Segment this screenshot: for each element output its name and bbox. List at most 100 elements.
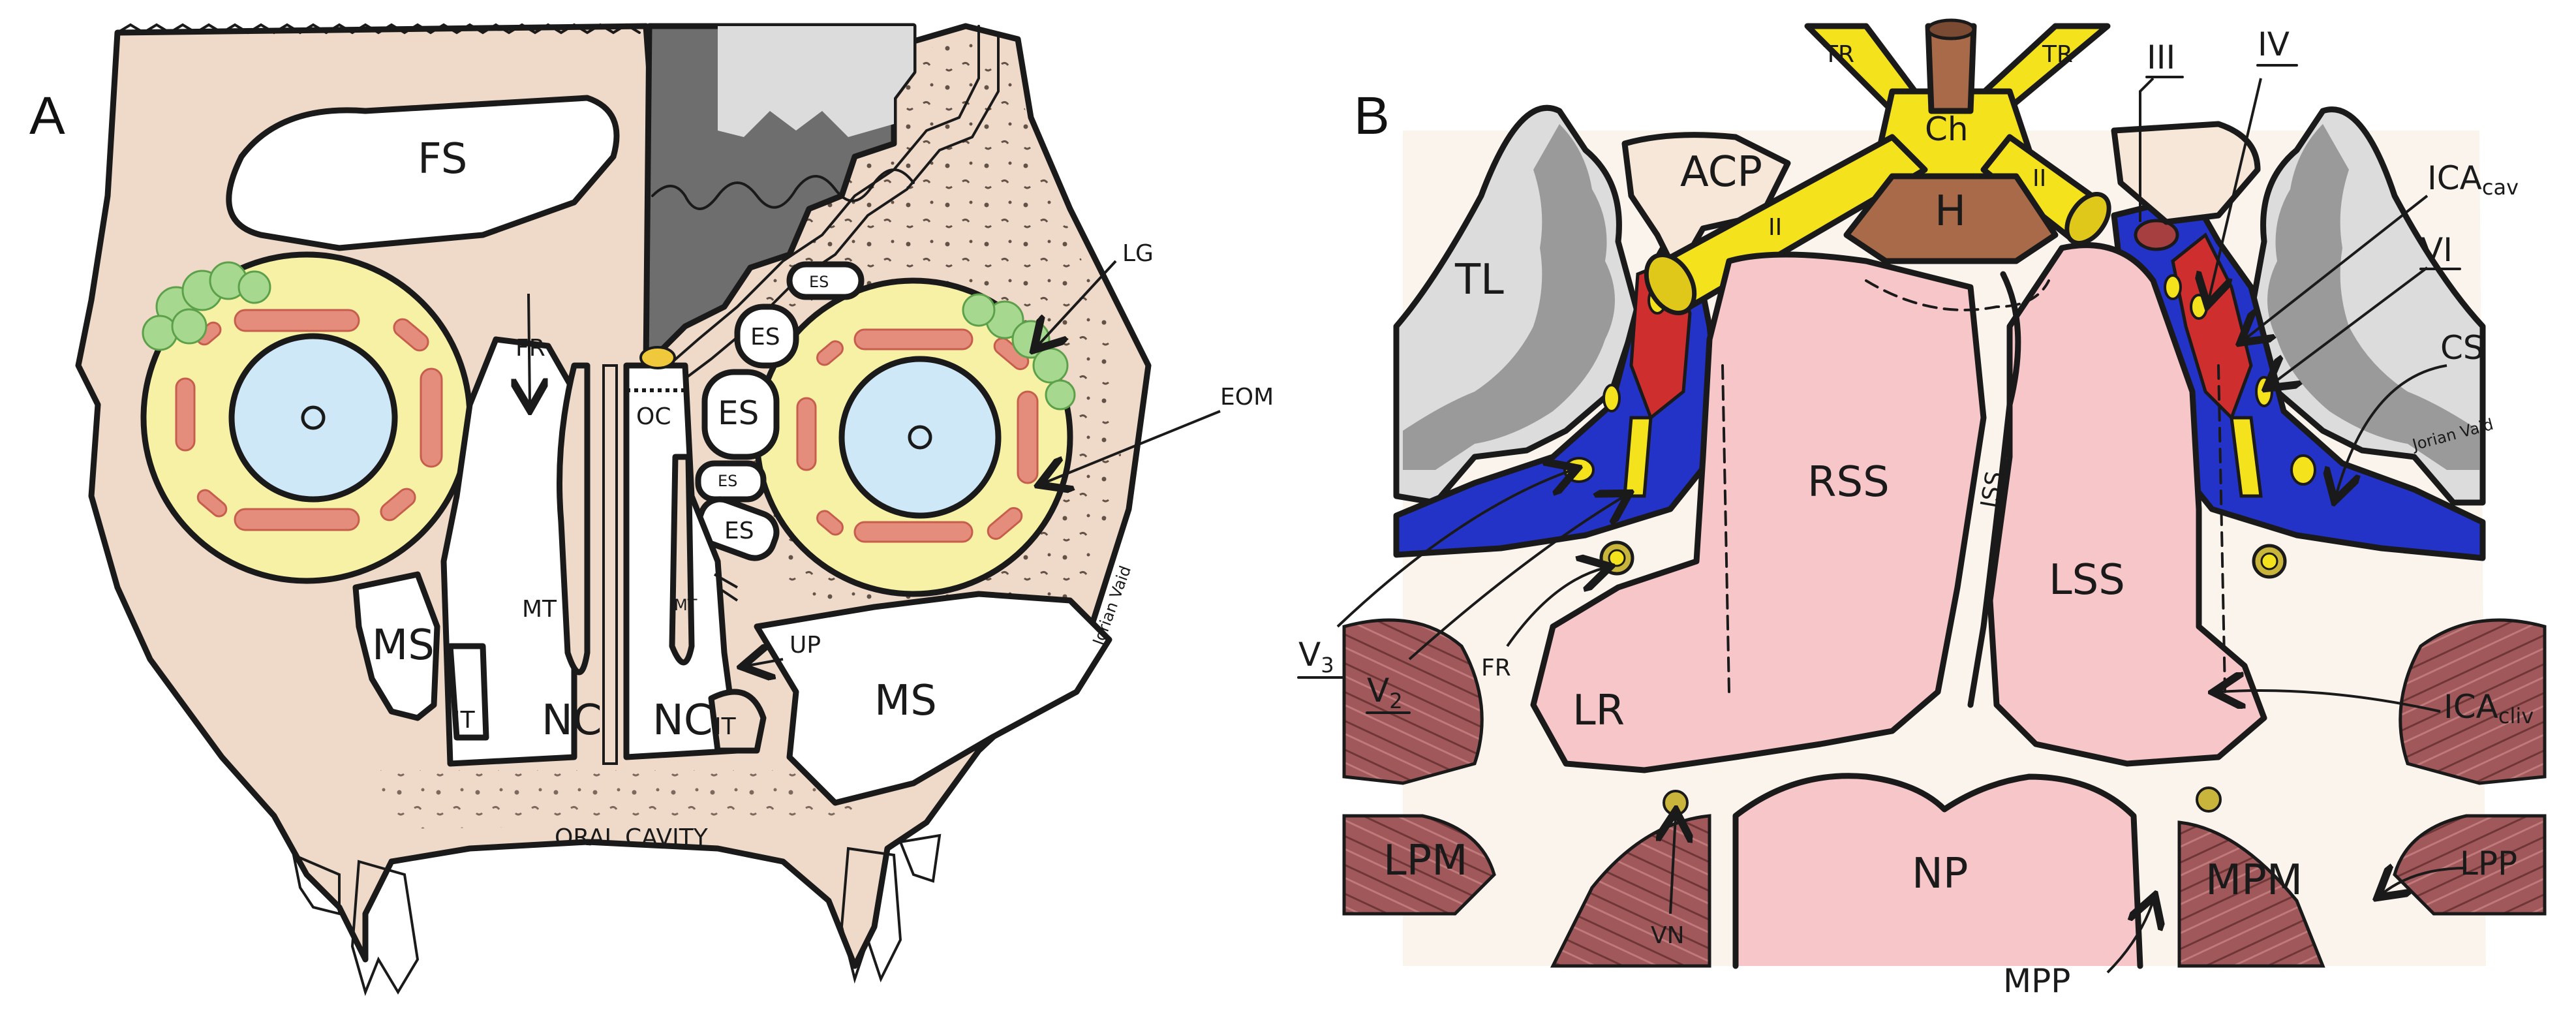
label-tr-right: TR	[2042, 41, 2073, 68]
ethmoid-sinuses	[695, 261, 865, 561]
sphenoid-sinus-left	[1987, 242, 2267, 767]
label-h: H	[1935, 187, 1966, 236]
label-tl: TL	[1454, 256, 1504, 304]
label-nc-right: NC	[652, 696, 713, 745]
label-rss: RSS	[1807, 458, 1890, 506]
label-iii: III	[2147, 39, 2175, 76]
pituitary-stalk-top	[1926, 18, 1976, 40]
skull-top-edge	[116, 23, 641, 35]
brain-light	[718, 26, 913, 137]
ica-right	[2171, 232, 2253, 421]
lateral-pterygoid-left	[1342, 814, 1496, 916]
brain-gyri	[651, 168, 915, 210]
ica-cut-right	[2134, 219, 2179, 251]
sphenoid-sinus-right	[1530, 251, 1987, 773]
panel-b-letter: B	[1354, 86, 1390, 146]
label-iv: IV	[2258, 25, 2290, 63]
label-mt-right: MT	[674, 596, 698, 614]
leader-up-arrows	[714, 573, 739, 602]
frontal-sinus	[226, 95, 620, 251]
optic-nerve-left-cut	[1644, 252, 1697, 316]
left-globe	[228, 333, 398, 503]
anterior-clinoid-process	[1621, 132, 1791, 277]
leader-ica-cliv	[2218, 691, 2441, 713]
label-eom: EOM	[1220, 384, 1274, 411]
right-pupil	[908, 425, 932, 450]
tooth-left-2	[292, 852, 341, 916]
leader-vi	[2271, 266, 2429, 385]
foramen-rotundum-right-inner	[2260, 552, 2278, 570]
leader-up	[747, 659, 784, 666]
optic-nerve-right-cut	[2064, 192, 2111, 245]
label-ch: Ch	[1925, 110, 1969, 148]
middle-turbinate-right	[669, 454, 695, 666]
label-es-5: ES	[724, 518, 754, 544]
left-lacrimal-gland	[142, 261, 271, 351]
label-acp: ACP	[1680, 148, 1762, 196]
label-vi: VI	[2421, 231, 2453, 269]
leader-v2	[1408, 496, 1625, 661]
leader-cs	[2336, 364, 2447, 496]
middle-turbinate-left	[557, 362, 590, 676]
leader-mpp	[2106, 901, 2153, 974]
label-oral-cavity: ORAL CAVITY	[555, 824, 709, 851]
label-tr-left: TR	[1823, 41, 1854, 68]
tooth-right	[840, 847, 902, 984]
label-oc: OC	[636, 403, 671, 430]
label-ms-left: MS	[372, 621, 435, 670]
panel-b: B TL ACP	[1297, 18, 2547, 1000]
label-ii-right: II	[2032, 165, 2046, 192]
label-es-1: ES	[809, 273, 829, 291]
label-fr-b: FR	[1481, 655, 1511, 681]
label-iss: ISS	[1976, 469, 2008, 510]
label-ii-left: II	[1768, 214, 1782, 241]
label-fr: FR	[515, 335, 545, 362]
leader-ica-cav	[2245, 194, 2429, 339]
sphenoid-floor-dashed-right	[2217, 364, 2226, 693]
label-mpp: MPP	[2003, 962, 2070, 1000]
lateral-pterygoid-right-upper	[2399, 618, 2547, 785]
foramen-rotundum-left-inner	[1608, 549, 1626, 567]
label-v3: V3	[1298, 636, 1334, 677]
v2-nerve-right	[2230, 416, 2263, 498]
leader-lg	[1037, 260, 1117, 346]
medial-pterygoid-right	[2177, 820, 2325, 968]
sphenoid-roof-dashed	[1865, 279, 2050, 311]
leader-lpp	[2382, 868, 2467, 894]
label-lpm: LPM	[1383, 837, 1467, 885]
left-pupil	[301, 405, 326, 430]
right-globe	[838, 356, 1002, 519]
anterior-clinoid-process-right	[2111, 121, 2261, 225]
label-vn: VN	[1651, 922, 1685, 949]
leader-eom	[1044, 410, 1221, 483]
label-mt-left: MT	[522, 596, 557, 623]
vidian-nerve-right	[2196, 786, 2222, 813]
vidian-nerve-left	[1663, 790, 1689, 816]
sphenoid-floor-dashed-left	[1721, 364, 1730, 693]
leader-fr-b	[1506, 568, 1605, 647]
intersphenoid-septum	[1967, 271, 2021, 708]
temporal-lobe-left-gyri	[1403, 124, 1615, 470]
label-mpm: MPM	[2205, 856, 2303, 905]
label-it-left: IT	[453, 707, 476, 734]
label-cs: CS	[2440, 329, 2484, 367]
label-up: UP	[790, 632, 821, 659]
right-extraocular-muscles	[796, 328, 1039, 543]
leader-iv	[2209, 78, 2262, 300]
maxillary-sinus-right	[754, 591, 1112, 806]
label-v2: V2	[1367, 672, 1403, 713]
label-es-4: ES	[718, 472, 737, 490]
label-ica-cav: ICAcav	[2427, 159, 2519, 200]
olfactory-bulb	[639, 346, 676, 369]
cancellous-bone-lower	[365, 770, 868, 829]
label-ica-cliv: ICAcliv	[2444, 688, 2534, 728]
label-np: NP	[1912, 850, 1968, 898]
label-es-2: ES	[750, 324, 780, 350]
leader-iii	[2139, 77, 2154, 222]
panel-a-letter: A	[29, 86, 65, 146]
label-lpp: LPP	[2460, 845, 2517, 882]
hypophysis	[1843, 173, 2059, 264]
maxillary-sinus-left	[352, 571, 440, 721]
leader-fr	[529, 293, 530, 405]
